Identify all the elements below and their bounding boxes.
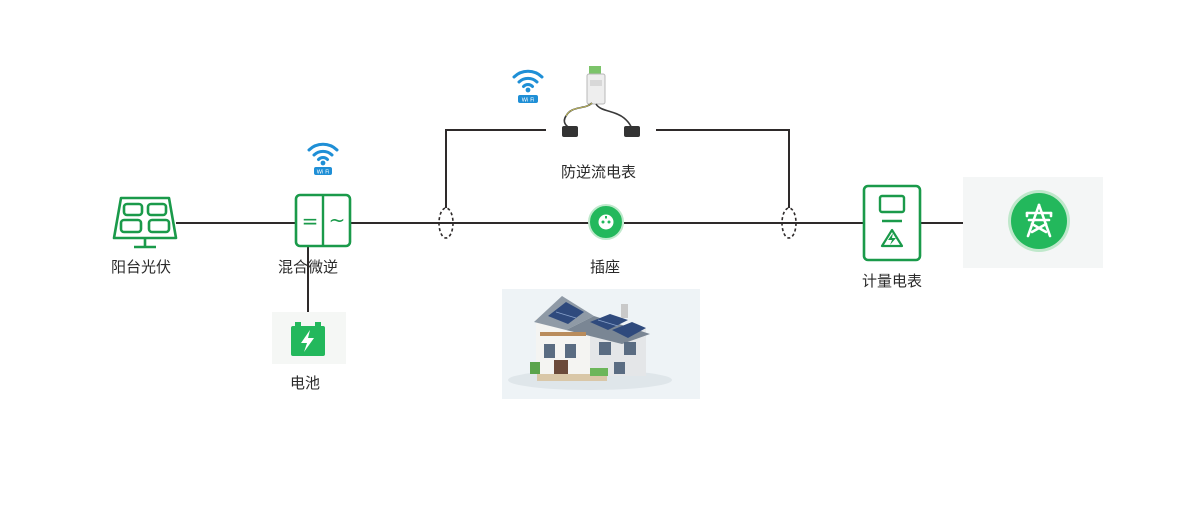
ct-clamp-right-icon [781,207,797,239]
dc-symbol: = [302,209,319,233]
smart-meter-with-ct-clamps-icon [562,66,640,137]
house-with-solar-roof-icon [508,296,672,390]
wire-ct-left [445,129,546,208]
solar-label: 阳台光伏 [111,258,172,276]
wifi-icon: Wi Fi [512,69,544,104]
socket-label: 插座 [590,258,621,276]
solar-panel-icon [112,196,178,249]
battery-label: 电池 [290,374,321,392]
anti-reflux-meter-label: 防逆流电表 [561,163,637,181]
inverter-label: 混合微逆 [278,258,339,276]
ac-symbol: ~ [329,208,346,232]
wires [176,129,1008,312]
hybrid-inverter-icon [294,193,352,248]
battery-icon [291,322,325,356]
power-tower-icon [1008,190,1070,252]
energy-meter-icon [862,184,922,262]
wifi-badge-text: Wi Fi [522,98,535,104]
socket-icon [588,204,624,240]
ct-clamp-left-icon [438,207,454,239]
wire-ct-right [656,129,790,208]
wifi-icon: Wi Fi [307,142,339,176]
wifi-badge-text: Wi Fi [317,170,330,176]
billing-meter-label: 计量电表 [862,272,923,290]
